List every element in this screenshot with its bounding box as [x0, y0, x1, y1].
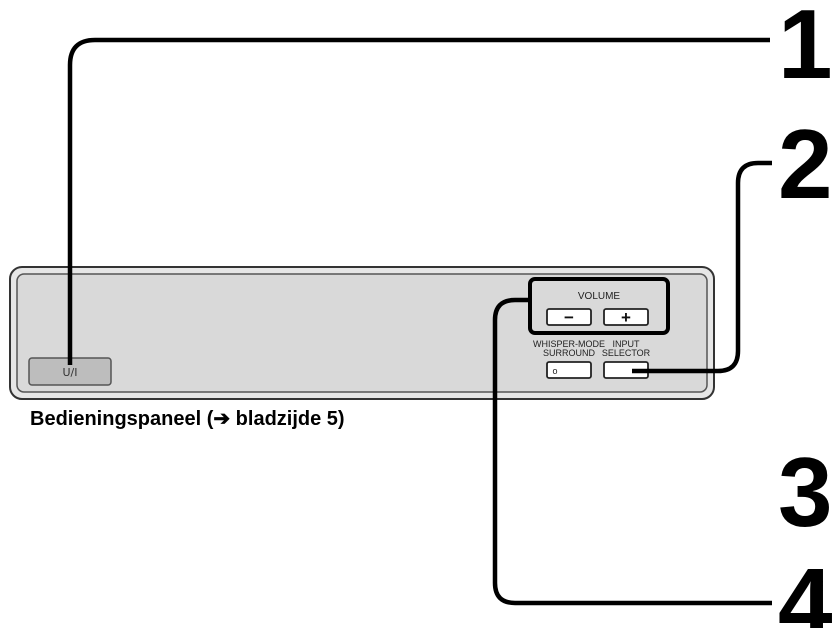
leader-line-1	[67, 37, 770, 365]
whisper-mode-label-line2: SURROUND	[543, 348, 596, 358]
leader-line-2	[632, 160, 772, 374]
plus-icon: +	[621, 308, 631, 327]
whisper-mode-label-line1: WHISPER-MODE	[533, 339, 605, 349]
input-selector-label-line1: INPUT	[613, 339, 641, 349]
callout-number-1: 1	[778, 0, 833, 99]
volume-group-highlight	[528, 277, 670, 335]
control-panel-caption: Bedieningspaneel (➔ bladzijde 5)	[30, 408, 345, 430]
volume-label: VOLUME	[578, 291, 621, 302]
front-panel	[9, 266, 715, 400]
volume-down-button[interactable]: −	[546, 308, 592, 327]
power-icon: ᑌ/I	[62, 366, 77, 379]
input-selector-label-line2: SELECTOR	[602, 348, 651, 358]
minus-icon: −	[564, 308, 574, 327]
leader-line-4	[492, 297, 772, 606]
whisper-mode-button[interactable]: o	[546, 361, 592, 379]
panel-inner-face	[16, 273, 708, 393]
callout-number-2: 2	[778, 109, 833, 219]
callout-number-3: 3	[778, 437, 833, 547]
volume-up-button[interactable]: +	[603, 308, 649, 327]
leader-lines	[67, 37, 772, 606]
callout-number-4: 4	[778, 548, 833, 628]
whisper-mode-indicator-icon: o	[552, 366, 557, 376]
